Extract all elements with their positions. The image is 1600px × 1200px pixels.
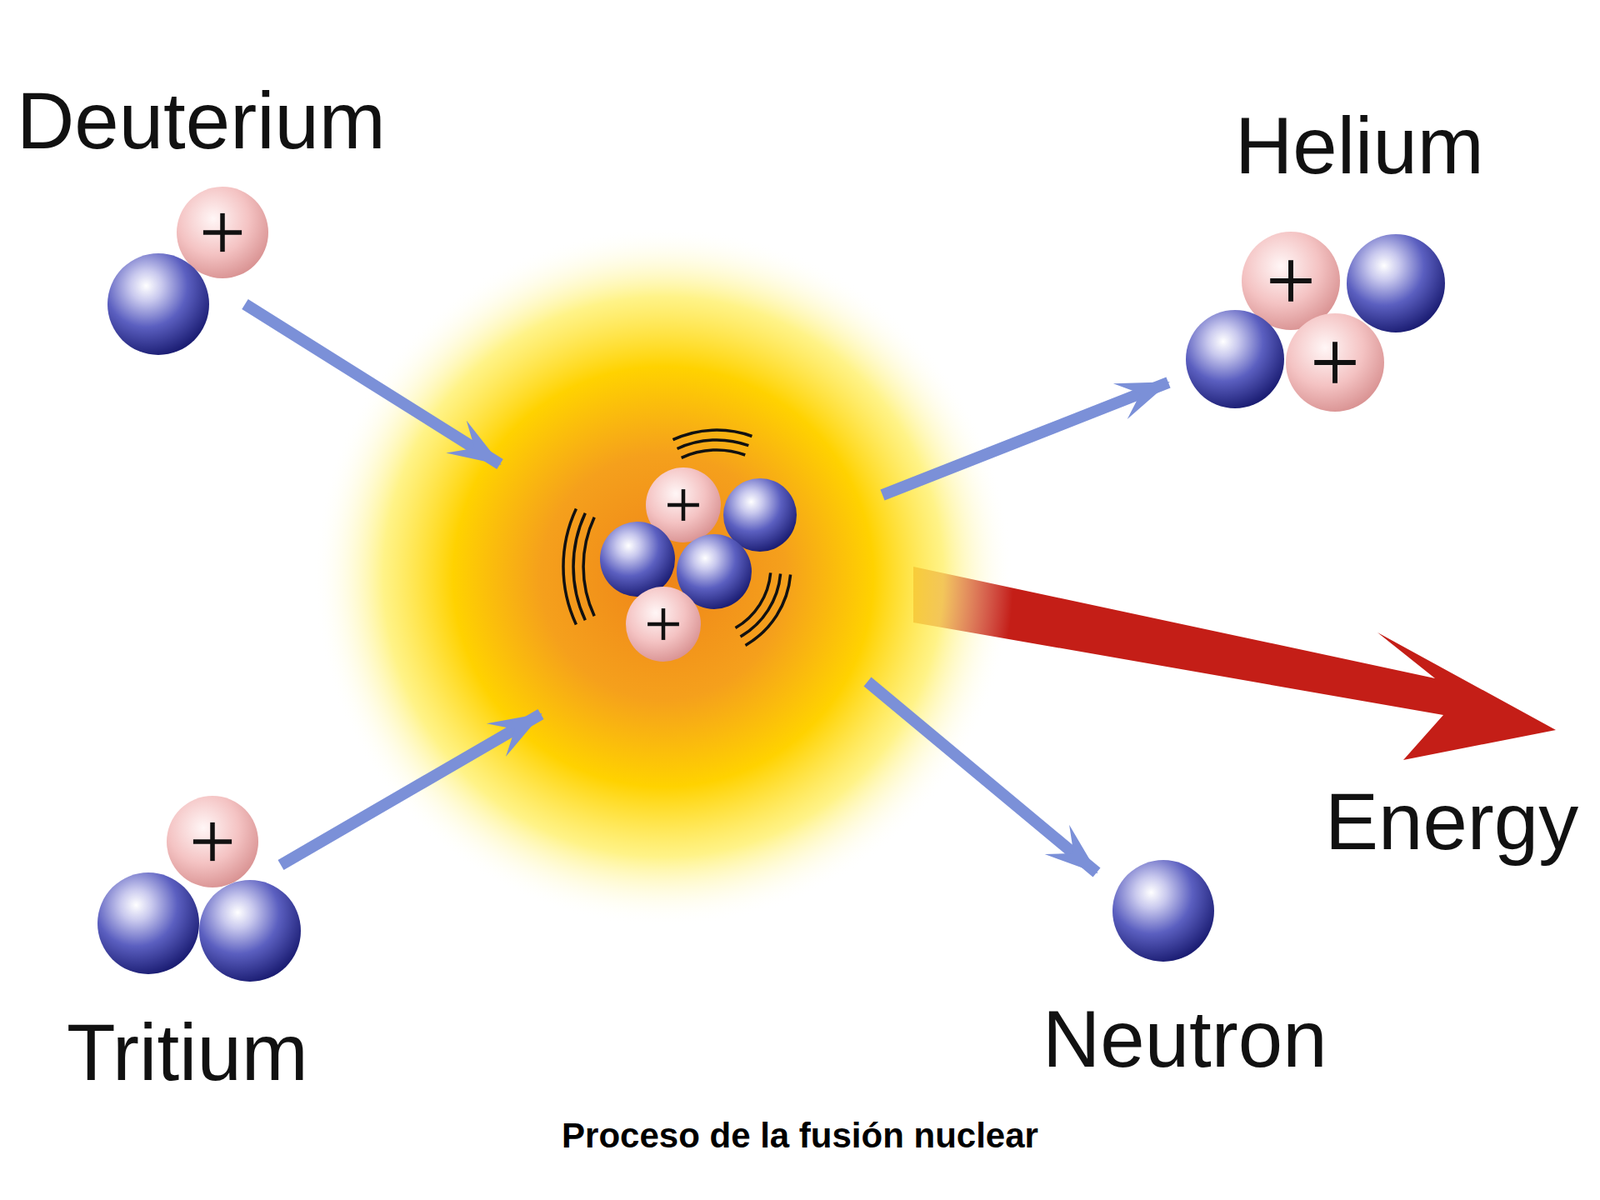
particle-group: Deuterium [16,80,386,161]
vibration-arcs [563,430,791,645]
fused-nucleus [600,467,797,662]
reaction-arrows [245,304,1169,873]
particle-name: Helium [1235,105,1485,186]
fusion-glow [313,226,1014,927]
particle-group: Helium [1235,105,1485,186]
particle-name: Tritium [66,1012,309,1093]
tritium-nucleus [97,795,301,982]
energy-label: Energy [1325,781,1579,862]
figure-caption: Proceso de la fusión nuclear [561,1118,1039,1154]
deuterium-nucleus [107,186,269,355]
free-neutron [1112,860,1215,962]
particle-name: Deuterium [16,80,386,161]
particle-group: Tritium [66,1012,309,1093]
helium-nucleus [1185,231,1445,412]
particle-name: Neutron [1042,999,1328,1080]
particle-group: Neutron [1042,999,1328,1080]
